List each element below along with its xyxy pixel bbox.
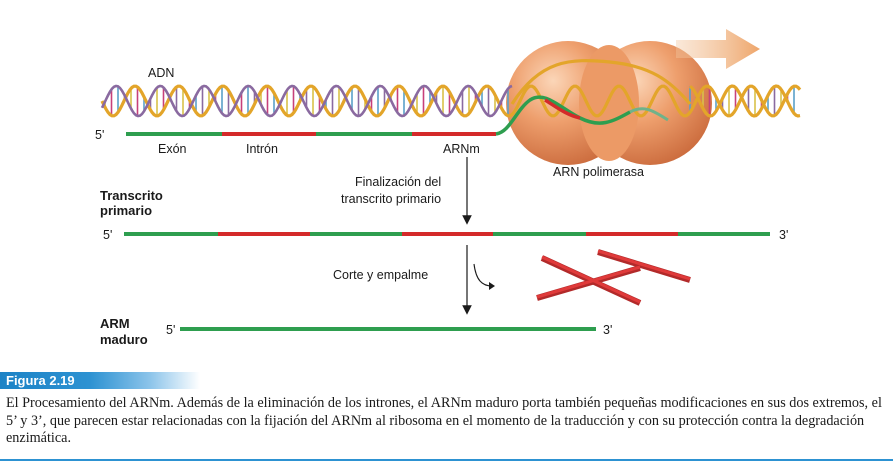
- splicing-label: Corte y empalme: [333, 268, 428, 282]
- bottom-rule: [0, 459, 893, 461]
- mrna-processing-diagram: ADN 5' Exón Intrón ARNm ARN polimerasa F…: [95, 29, 802, 347]
- nascent-mrna-tip: [629, 107, 669, 122]
- figure-label-bar: [0, 372, 200, 389]
- mature-three-prime-label: 3': [603, 323, 612, 337]
- termination-label-line1: Finalización del: [355, 175, 441, 189]
- nascent-mrna: [495, 95, 631, 136]
- mature-mrna-label-line1: ARM: [100, 316, 130, 331]
- mrna-label: ARNm: [443, 142, 480, 156]
- top-five-prime-label: 5': [95, 128, 104, 142]
- orange-arrow-right-icon: [676, 29, 760, 69]
- intron-label: Intrón: [246, 142, 278, 156]
- polymerase-label: ARN polimerasa: [553, 165, 644, 179]
- unwound-dna-strand: [510, 59, 692, 106]
- dna-label: ADN: [148, 66, 174, 80]
- primary-transcript-label-line2: primario: [100, 203, 152, 218]
- mature-five-prime-label: 5': [166, 323, 175, 337]
- exon-label: Exón: [158, 142, 187, 156]
- figure-label: Figura 2.19: [6, 373, 75, 388]
- termination-label-line2: transcrito primario: [341, 192, 441, 206]
- nascent-mrna-intron: [544, 98, 581, 120]
- mature-mrna-label-line2: maduro: [100, 332, 148, 347]
- primary-transcript-label-line1: Transcrito: [100, 188, 163, 203]
- dna-double-helix: [100, 59, 802, 118]
- primary-three-prime-label: 3': [779, 228, 788, 242]
- rna-polymerase: [506, 41, 712, 165]
- figure-caption: El Procesamiento del ARNm. Además de la …: [6, 395, 882, 446]
- excised-introns: [536, 249, 691, 306]
- primary-five-prime-label: 5': [103, 228, 112, 242]
